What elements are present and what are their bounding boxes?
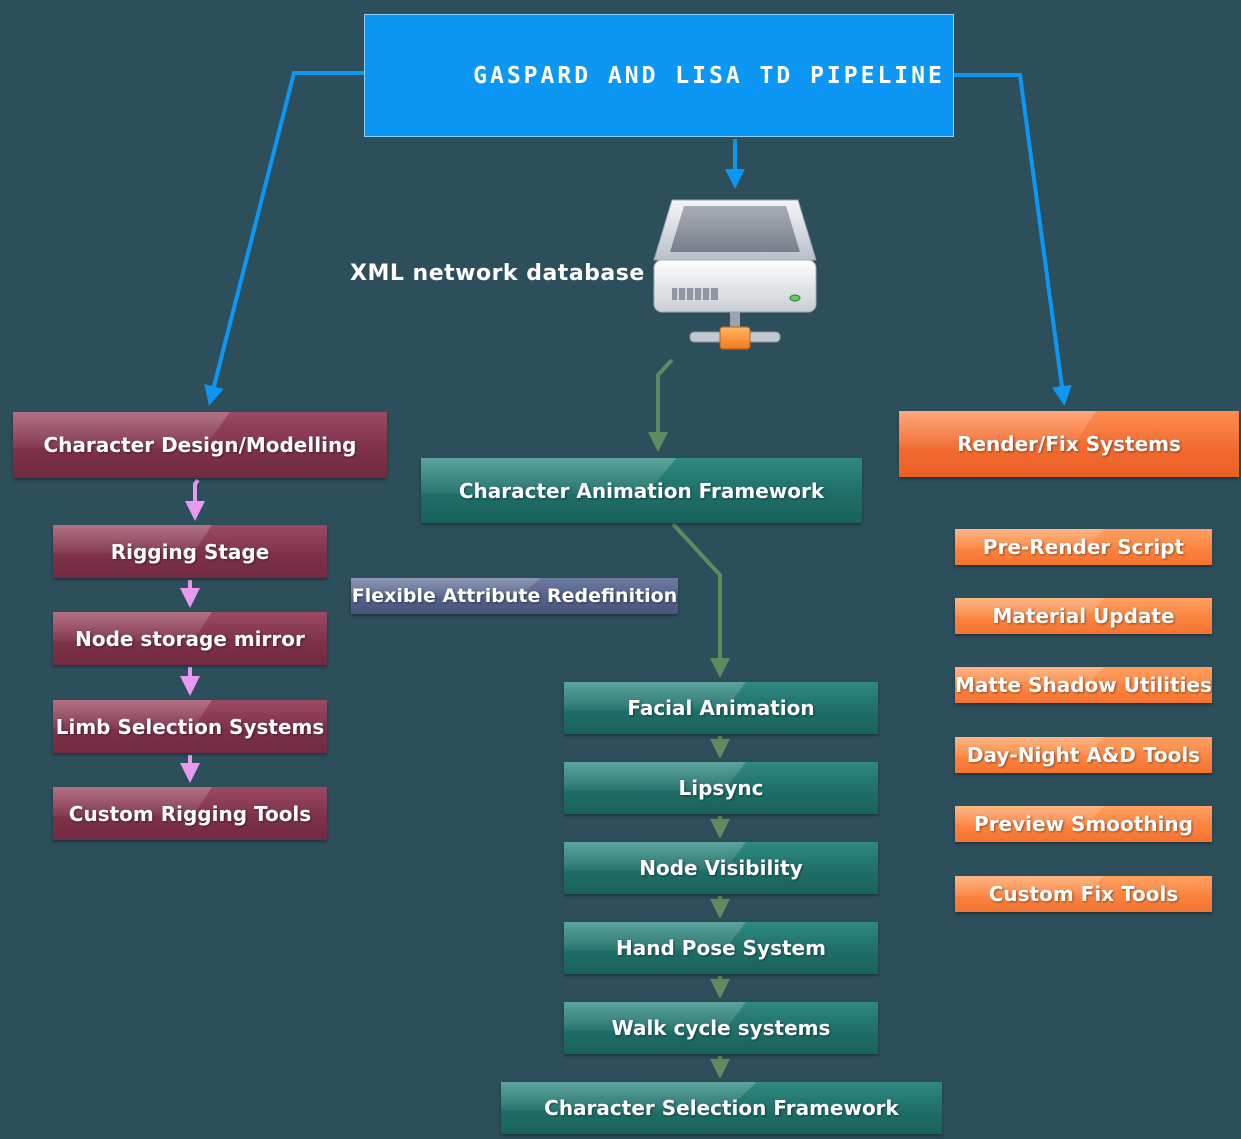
modelling-step: Rigging Stage bbox=[53, 525, 327, 578]
render-step: Day-Night A&D Tools bbox=[955, 737, 1212, 773]
connector-title-to-render bbox=[954, 73, 1072, 406]
modelling-step: Custom Rigging Tools bbox=[53, 787, 327, 840]
render-step: Material Update bbox=[955, 598, 1212, 634]
modelling-step: Limb Selection Systems bbox=[53, 700, 327, 753]
attribute-note: Flexible Attribute Redefinition bbox=[351, 578, 678, 614]
connector-animation-to-facial bbox=[671, 522, 730, 678]
animation-step: Hand Pose System bbox=[564, 922, 878, 974]
render-step: Preview Smoothing bbox=[955, 806, 1212, 842]
connector-title-to-modelling bbox=[204, 71, 364, 406]
server-icon bbox=[653, 199, 817, 350]
animation-step: Character Selection Framework bbox=[501, 1082, 942, 1134]
render-step: Custom Fix Tools bbox=[955, 876, 1212, 912]
connector-modelling-to-rigging bbox=[185, 478, 205, 521]
animation-step: Facial Animation bbox=[564, 682, 878, 734]
modelling-header: Character Design/Modelling bbox=[13, 412, 387, 478]
animation-step: Walk cycle systems bbox=[564, 1002, 878, 1054]
animation-header: Character Animation Framework bbox=[421, 458, 862, 523]
render-step: Pre-Render Script bbox=[955, 529, 1212, 565]
pipeline-title: GASPARD AND LISA TD PIPELINE bbox=[364, 14, 954, 137]
database-label: XML network database bbox=[350, 261, 645, 286]
connector-database-to-animation bbox=[648, 358, 674, 452]
modelling-step: Node storage mirror bbox=[53, 612, 327, 665]
render-step: Matte Shadow Utilities bbox=[955, 667, 1212, 703]
animation-step: Node Visibility bbox=[564, 842, 878, 894]
animation-step: Lipsync bbox=[564, 762, 878, 814]
render-header: Render/Fix Systems bbox=[899, 411, 1239, 477]
